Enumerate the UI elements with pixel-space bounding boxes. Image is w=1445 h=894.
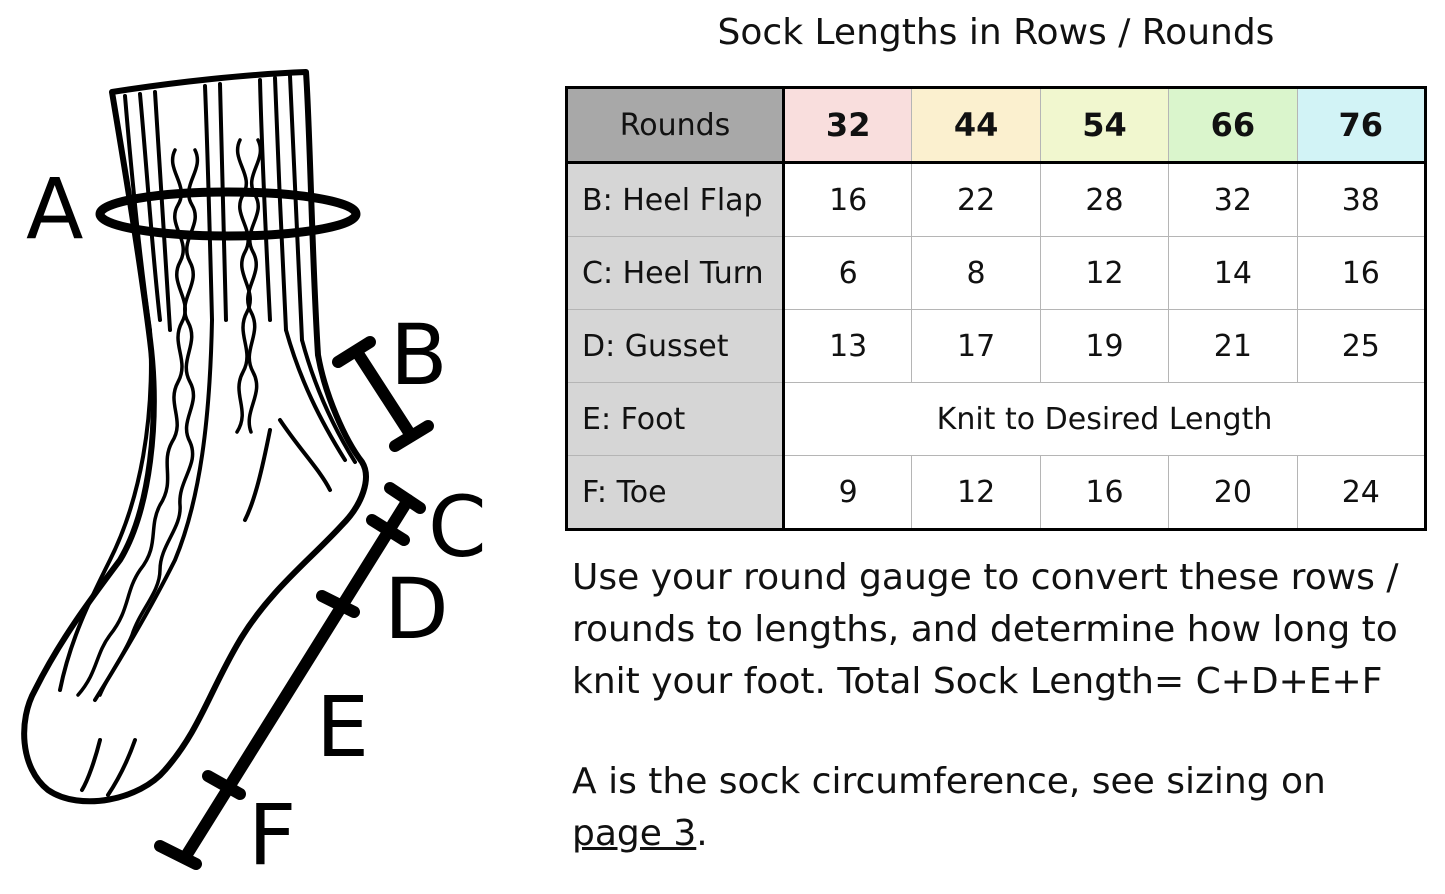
heel-flap-bar	[332, 336, 434, 452]
table-row-gusset: D: Gusset 13 17 19 21 25	[566, 309, 1427, 383]
size-header: 76	[1296, 87, 1427, 164]
sock-diagram: A B C D E F	[21, 69, 487, 884]
circumference-note: A is the sock circumference, see sizing …	[572, 756, 1422, 860]
label-c: C	[428, 478, 487, 576]
circumference-ring	[95, 187, 361, 241]
sock-outline	[21, 69, 369, 805]
size-header: 32	[782, 87, 913, 164]
table-cell: 16	[1039, 455, 1170, 530]
table-cell-span: Knit to Desired Length	[783, 382, 1426, 456]
table-row-toe: F: Toe 9 12 16 20 24	[566, 455, 1427, 530]
circumference-text: A is the sock circumference, see sizing …	[572, 761, 1326, 802]
label-f: F	[248, 786, 296, 884]
ribbing-lines	[123, 74, 304, 342]
table-cell: 20	[1168, 455, 1298, 530]
label-b: B	[390, 306, 448, 404]
table-cell: 25	[1296, 309, 1427, 383]
table-cell: 8	[911, 236, 1041, 310]
size-header: 44	[911, 87, 1041, 164]
table-title: Sock Lengths in Rows / Rounds	[717, 12, 1275, 53]
table-cell: 38	[1296, 162, 1427, 237]
table-cell: 22	[911, 162, 1041, 237]
table-cell: 12	[1039, 236, 1170, 310]
table-cell: 21	[1168, 309, 1298, 383]
table-cell: 28	[1039, 162, 1170, 237]
size-header: 54	[1039, 87, 1170, 164]
table-cell: 19	[1039, 309, 1170, 383]
table-row-heel-turn: C: Heel Turn 6 8 12 14 16	[566, 236, 1427, 310]
table-cell: 17	[911, 309, 1041, 383]
header-row: Rounds 32 44 54 66 76	[566, 87, 1427, 164]
table-row-heel-flap: B: Heel Flap 16 22 28 32 38	[566, 162, 1427, 237]
row-label: F: Toe	[566, 455, 785, 530]
row-label: C: Heel Turn	[566, 236, 785, 310]
label-e: E	[316, 678, 369, 776]
row-label: D: Gusset	[566, 309, 785, 383]
table-cell: 14	[1168, 236, 1298, 310]
label-a: A	[26, 160, 83, 258]
gauge-note: Use your round gauge to convert these ro…	[572, 557, 1399, 702]
table-cell: 9	[782, 455, 913, 530]
label-d: D	[384, 560, 449, 658]
table-cell: 32	[1168, 162, 1298, 237]
foot-measure-bar	[154, 482, 426, 870]
corner-label: Rounds	[566, 87, 785, 164]
size-header: 66	[1168, 87, 1298, 164]
table-cell: 6	[782, 236, 913, 310]
note-period: .	[696, 813, 708, 854]
sock-lengths-table: Rounds 32 44 54 66 76 B: Heel Flap 16 22…	[565, 86, 1427, 531]
row-label: E: Foot	[566, 382, 785, 456]
row-label: B: Heel Flap	[566, 162, 785, 237]
table-cell: 13	[782, 309, 913, 383]
table-cell: 24	[1296, 455, 1427, 530]
table-cell: 16	[782, 162, 913, 237]
page-3-link[interactable]: page 3	[572, 813, 697, 854]
table-row-foot: E: Foot Knit to Desired Length	[566, 382, 1426, 456]
table-cell: 12	[911, 455, 1041, 530]
table-cell: 16	[1296, 236, 1427, 310]
